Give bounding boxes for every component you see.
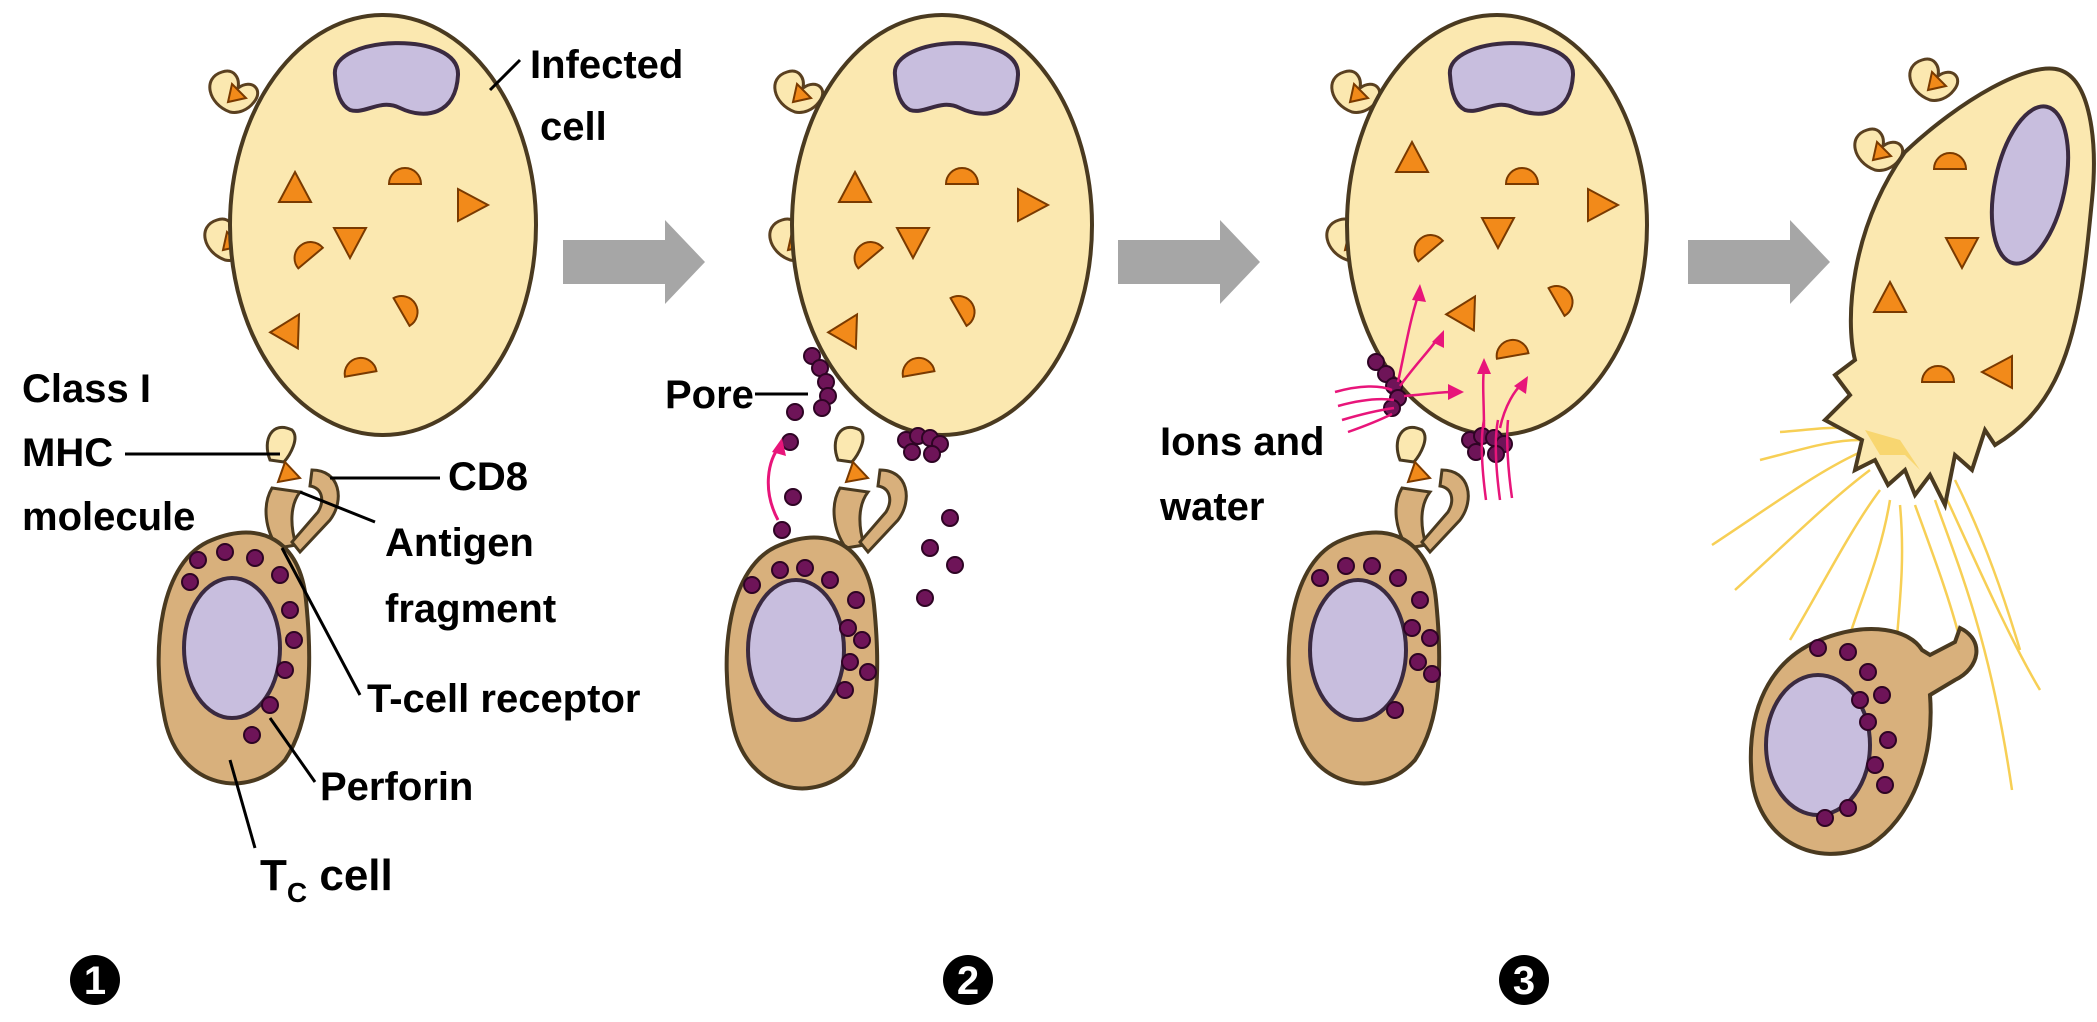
panel-4 [1712, 59, 2094, 854]
perforin-label: Perforin [320, 765, 473, 809]
antigen-in-mhc [278, 462, 300, 482]
mhc-molecule-knob [1910, 59, 1958, 100]
step-number: 1 [84, 959, 106, 1003]
tc-cell-nucleus [1310, 580, 1406, 720]
nucleus [335, 43, 458, 114]
cd8-coreceptor [1422, 470, 1468, 552]
infected-cell-label: Infected [530, 43, 683, 87]
nucleus [1450, 43, 1573, 114]
step-number: 3 [1513, 959, 1535, 1003]
cd8-coreceptor [860, 470, 906, 552]
nucleus [895, 43, 1018, 114]
mhc-molecule [835, 427, 863, 462]
panel-1: Infected cell Class I MHC molecule CD8 A… [22, 15, 683, 1005]
perforin-movement-arrow [768, 446, 780, 520]
antigen-in-mhc [846, 462, 868, 482]
ions-water-label: water [1159, 485, 1265, 529]
process-arrow [1118, 220, 1260, 304]
infected-cell-label: cell [540, 105, 607, 149]
antigen-in-mhc [1408, 462, 1430, 482]
cd8-label: CD8 [448, 455, 528, 499]
ions-water-label: Ions and [1160, 420, 1324, 464]
tc-cell-nucleus [748, 580, 844, 720]
antigen-fragment-label: Antigen [385, 521, 534, 565]
pore-label: Pore [665, 373, 754, 417]
tc-cell-nucleus [184, 578, 280, 718]
process-arrow [563, 220, 705, 304]
panel-2: Pore 2 [665, 15, 1092, 1005]
t-cell-receptor-label: T-cell receptor [367, 677, 640, 721]
cd8-coreceptor [292, 470, 338, 552]
tc-cell-label: TC cell [260, 851, 393, 908]
mhc-molecule-knob [210, 71, 258, 112]
mhc-molecule [1397, 427, 1425, 462]
class-i-mhc-label: Class I [22, 367, 151, 411]
step-number: 2 [957, 959, 979, 1003]
class-i-mhc-label: molecule [22, 495, 195, 539]
panel-3: Ions and water 3 [1159, 15, 1647, 1005]
mhc-molecule-knob [775, 71, 823, 112]
process-arrow [1688, 220, 1830, 304]
mhc-molecule [267, 427, 295, 462]
class-i-mhc-label: MHC [22, 431, 113, 475]
antigen-fragment-label: fragment [385, 587, 556, 631]
